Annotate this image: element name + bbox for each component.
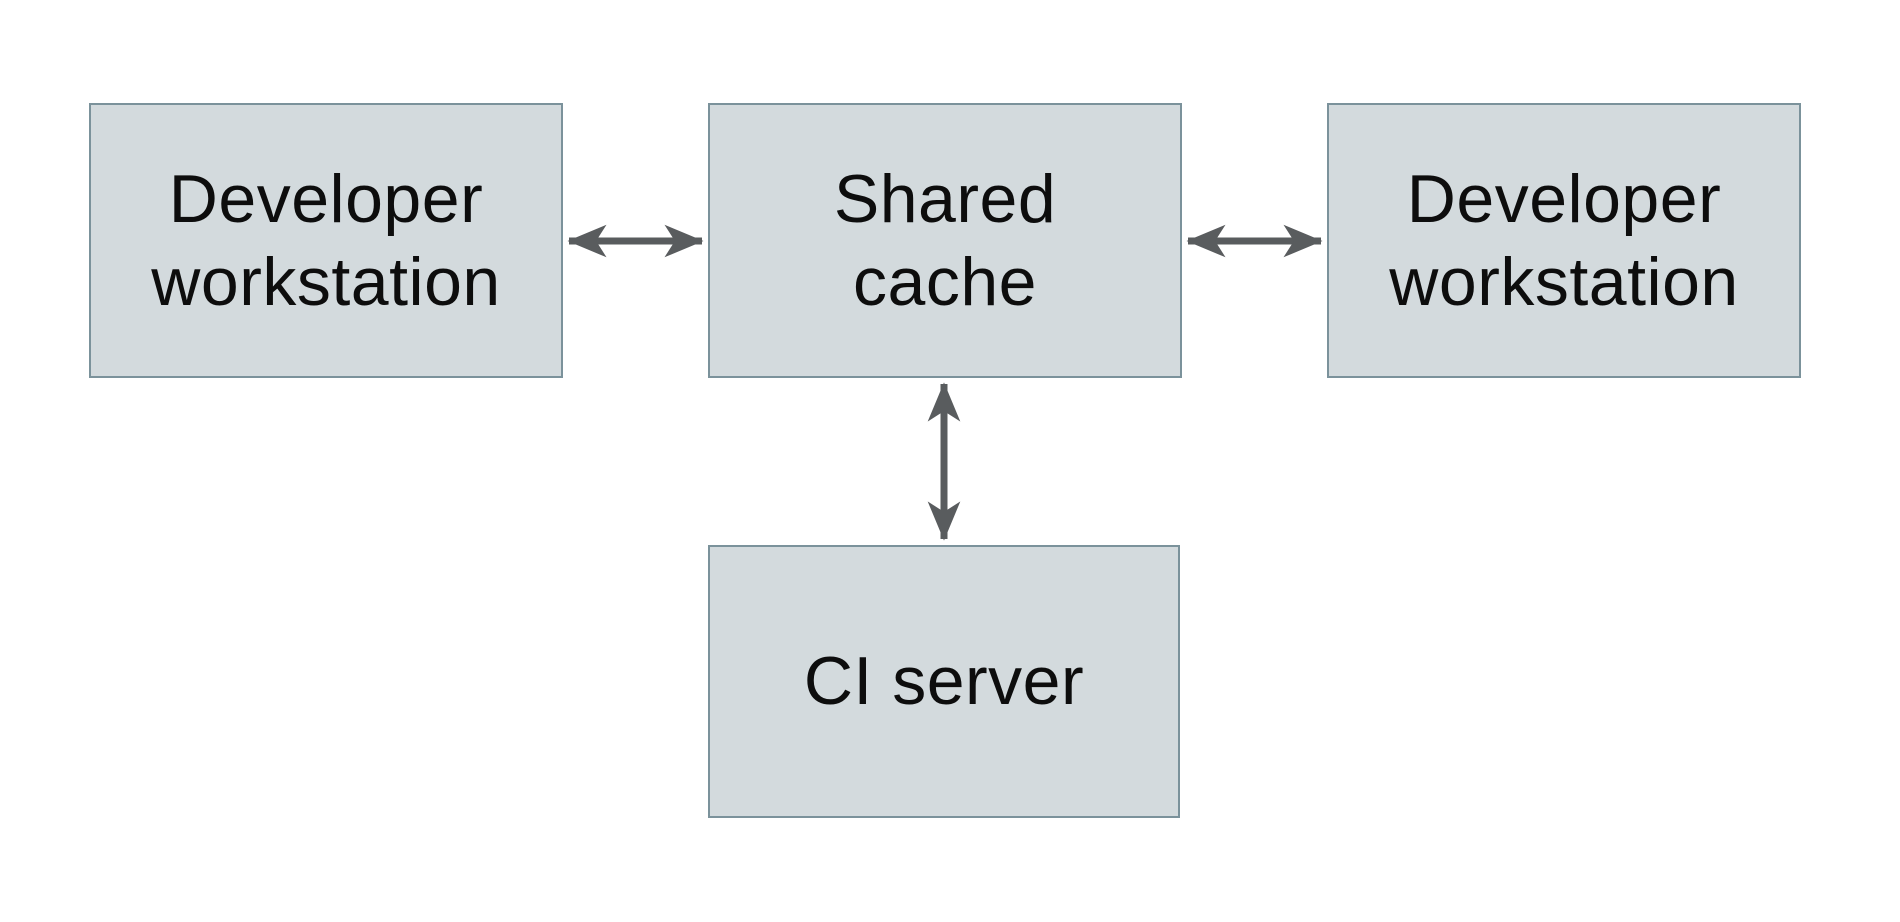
node-ci-server-label: CI server [803,643,1085,720]
node-developer-workstation-right-label: Developer workstation [1389,160,1739,320]
node-developer-workstation-left-label: Developer workstation [151,160,501,320]
node-developer-workstation-left: Developer workstation [89,103,563,378]
node-shared-cache-label: Shared cache [833,160,1057,320]
node-ci-server: CI server [708,545,1180,818]
node-shared-cache: Shared cache [708,103,1182,378]
node-developer-workstation-right: Developer workstation [1327,103,1801,378]
